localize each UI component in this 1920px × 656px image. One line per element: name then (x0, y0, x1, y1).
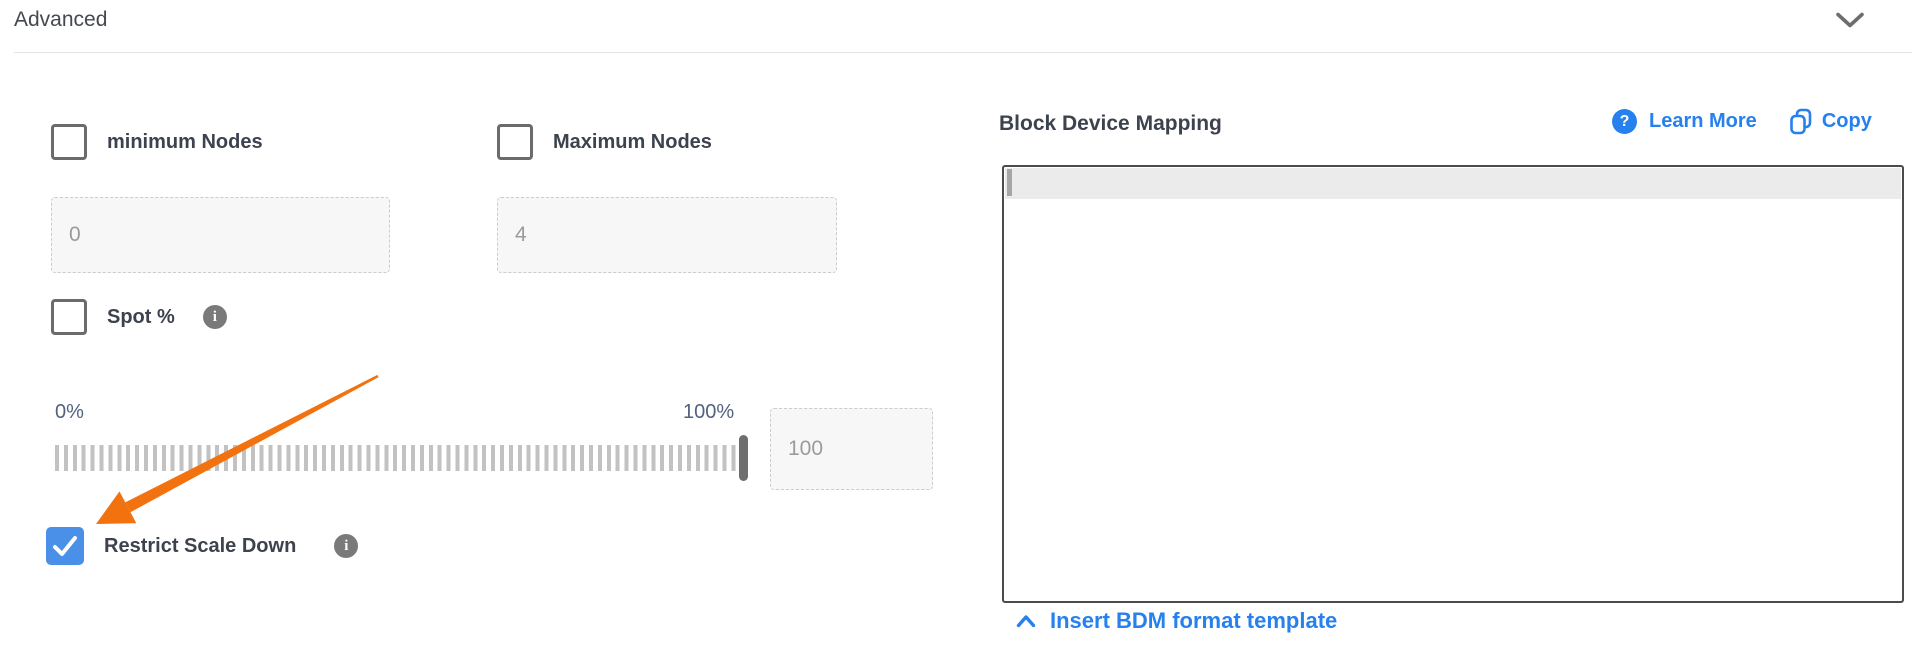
slider-max-label: 100% (683, 401, 735, 423)
learn-more-link[interactable]: Learn More (1649, 110, 1757, 132)
minimum-nodes-row: minimum Nodes (51, 124, 263, 160)
maximum-nodes-checkbox[interactable] (497, 124, 533, 160)
bdm-editor[interactable] (1002, 165, 1904, 603)
spot-percent-slider-track[interactable] (55, 445, 748, 471)
restrict-scale-down-row: Restrict Scale Down i (46, 527, 359, 565)
minimum-nodes-input[interactable] (51, 197, 390, 273)
chevron-down-icon[interactable] (1836, 12, 1864, 29)
restrict-scale-down-label: Restrict Scale Down (104, 534, 297, 557)
bdm-title: Block Device Mapping (999, 112, 1222, 135)
copy-icon (1790, 108, 1812, 135)
info-icon[interactable]: i (202, 305, 227, 329)
help-icon[interactable]: ? (1612, 109, 1637, 134)
info-icon[interactable]: i (334, 534, 359, 558)
spot-percent-checkbox[interactable] (51, 299, 87, 335)
editor-cursor (1007, 169, 1012, 196)
spot-percent-row: Spot % i (51, 299, 227, 335)
checkmark-icon (53, 536, 77, 556)
section-divider (14, 52, 1912, 53)
editor-active-line (1005, 168, 1901, 199)
section-title: Advanced (14, 8, 108, 31)
minimum-nodes-label: minimum Nodes (107, 130, 263, 153)
spot-percent-input[interactable] (770, 408, 933, 490)
chevron-up-icon (1016, 615, 1036, 628)
slider-min-label: 0% (55, 401, 84, 423)
spot-percent-slider-handle[interactable] (739, 435, 748, 481)
copy-label: Copy (1821, 110, 1872, 132)
insert-bdm-template-link[interactable]: Insert BDM format template (1016, 608, 1337, 634)
copy-button[interactable]: Copy (1789, 108, 1872, 135)
spot-percent-label: Spot % (107, 305, 175, 328)
maximum-nodes-row: Maximum Nodes (497, 124, 712, 160)
restrict-scale-down-checkbox[interactable] (46, 527, 84, 565)
maximum-nodes-input[interactable] (497, 197, 837, 273)
bdm-actions: ? Learn More Copy (1612, 108, 1872, 135)
minimum-nodes-checkbox[interactable] (51, 124, 87, 160)
insert-bdm-template-label: Insert BDM format template (1050, 608, 1338, 633)
maximum-nodes-label: Maximum Nodes (553, 130, 712, 153)
